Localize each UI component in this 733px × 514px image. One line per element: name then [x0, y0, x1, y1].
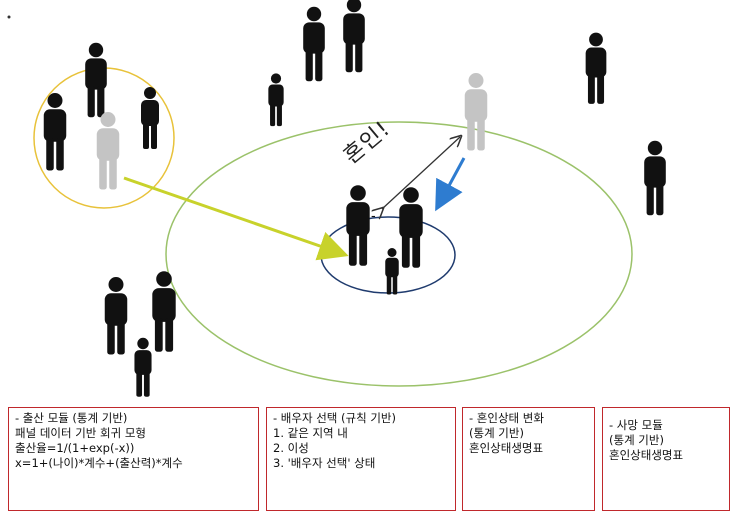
module-line: 혼인상태생명표	[609, 448, 684, 462]
module-line: 3. '배우자 선택' 상태	[273, 456, 376, 470]
module-line: (통계 기반)	[469, 426, 524, 440]
module-line: 1. 같은 지역 내	[273, 426, 348, 440]
module-line: - 사망 모듈	[609, 418, 663, 432]
corner-dot	[7, 15, 11, 19]
spouse-module-box: - 배우자 선택 (규칙 기반) 1. 같은 지역 내 2. 이성 3. '배우…	[266, 407, 456, 511]
minus-sign: -	[371, 209, 376, 224]
person-figure	[399, 187, 423, 268]
module-line: x=1+(나이)*계수+(출산력)*계수	[15, 456, 183, 470]
person-figure	[303, 6, 325, 82]
module-line: 출산율=1/(1+exp(-x))	[15, 441, 135, 455]
person-figure	[134, 337, 152, 397]
person-figure	[85, 42, 107, 118]
person-figure	[385, 248, 399, 295]
marital-module-box: - 혼인상태 변화 (통계 기반) 혼인상태생명표	[462, 407, 595, 511]
person-figure	[585, 32, 607, 104]
person-gray-figure	[464, 73, 488, 151]
person-figure	[141, 87, 159, 149]
death-module-box: - 사망 모듈 (통계 기반) 혼인상태생명표	[602, 407, 730, 511]
agent-diagram: -	[7, 0, 666, 397]
module-line: - 배우자 선택 (규칙 기반)	[273, 411, 396, 425]
person-gray-figure	[96, 112, 120, 190]
module-line: 2. 이성	[273, 441, 309, 455]
person-figure	[43, 93, 67, 171]
module-line: - 출산 모듈 (통계 기반)	[15, 411, 128, 425]
module-line: 패널 데이터 기반 회귀 모형	[15, 426, 147, 440]
module-line: 혼인상태생명표	[469, 441, 544, 455]
module-line: (통계 기반)	[609, 433, 664, 447]
person-figure	[346, 185, 370, 266]
spouse-arrow	[435, 157, 466, 212]
person-figure	[644, 140, 666, 216]
person-figure	[343, 0, 365, 73]
birth-arrow	[123, 176, 349, 261]
person-figure	[104, 277, 128, 355]
person-figure	[268, 73, 284, 127]
birth-module-box: - 출산 모듈 (통계 기반) 패널 데이터 기반 회귀 모형 출산율=1/(1…	[8, 407, 259, 511]
society-ellipse	[165, 121, 633, 387]
module-line: - 혼인상태 변화	[469, 411, 544, 425]
marriage-arrow	[382, 137, 460, 209]
